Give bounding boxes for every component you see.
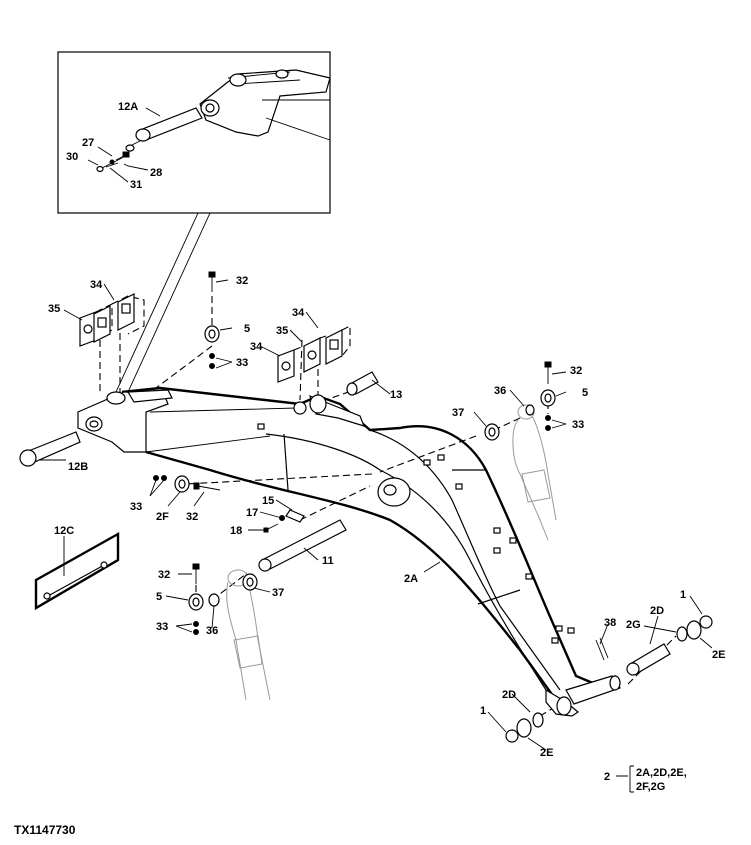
callout-2d-right: 2D	[650, 605, 664, 617]
callout-11: 11	[322, 555, 334, 567]
callout-34-left: 34	[90, 279, 103, 291]
callout-13: 13	[390, 389, 402, 401]
callout-1-right: 1	[680, 589, 686, 601]
callout-35-right: 35	[276, 325, 288, 337]
legend-number: 2	[604, 771, 610, 783]
fastener-stack-top	[204, 271, 220, 369]
callout-28: 28	[150, 167, 162, 179]
legend-line-2: 2F,2G	[636, 781, 665, 793]
callout-37-lower: 37	[272, 587, 284, 599]
callout-31: 31	[130, 179, 142, 191]
callout-36-lower: 36	[206, 625, 218, 637]
callout-5-top: 5	[244, 323, 250, 335]
fastener-stack-lower-left	[188, 563, 258, 635]
shim-group-left	[79, 293, 145, 347]
callout-12c: 12C	[54, 525, 74, 537]
callout-32-lower: 32	[158, 569, 170, 581]
fastener-stack-right	[525, 361, 556, 431]
boom-body	[77, 386, 621, 717]
callout-2f: 2F	[156, 511, 169, 523]
boom-slots	[257, 423, 575, 644]
legend-line-1: 2A,2D,2E,	[636, 767, 687, 779]
inset-frame	[57, 51, 331, 214]
figure-code: TX1147730	[14, 823, 76, 837]
callout-33-right: 33	[572, 419, 584, 431]
callout-37-right: 37	[452, 407, 464, 419]
callout-2g: 2G	[626, 619, 641, 631]
callout-30: 30	[66, 151, 78, 163]
callout-33-mid: 33	[130, 501, 142, 513]
callout-5-lower: 5	[156, 591, 162, 603]
fastener-group-15-17-18	[263, 509, 305, 533]
callout-32-mid: 32	[186, 511, 198, 523]
callout-2e-left: 2E	[540, 747, 553, 759]
callout-12a: 12A	[118, 101, 138, 113]
shim-group-right	[277, 325, 351, 383]
callout-32-top: 32	[236, 275, 248, 287]
detail-inset	[57, 51, 331, 214]
callout-1-left: 1	[480, 705, 486, 717]
callout-12b: 12B	[68, 461, 88, 473]
callout-38: 38	[604, 617, 616, 629]
callout-labels: 12A 27 28 30 31 34 35 32 5 33 34 35 34 1…	[48, 101, 725, 759]
callout-27: 27	[82, 137, 94, 149]
fastener-stack-mid	[153, 475, 221, 493]
callout-17: 17	[246, 507, 258, 519]
assembly-legend: 2 2A,2D,2E, 2F,2G	[604, 765, 687, 793]
callout-2e-right: 2E	[712, 649, 725, 661]
assembly-lines	[99, 296, 677, 717]
callout-2a: 2A	[404, 573, 418, 585]
callout-18: 18	[230, 525, 242, 537]
callout-15: 15	[262, 495, 274, 507]
leader-lines	[40, 279, 713, 751]
callout-33-lower: 33	[156, 621, 168, 633]
inset-boom-foot	[199, 69, 331, 137]
tip-fasteners-right	[676, 615, 713, 642]
inset-connector	[115, 212, 211, 393]
callout-34-right: 34	[292, 307, 305, 319]
callout-35-left: 35	[48, 303, 60, 315]
callout-32-right: 32	[570, 365, 582, 377]
callout-36-right: 36	[494, 385, 506, 397]
callout-2d-left: 2D	[502, 689, 516, 701]
tip-fasteners-left	[505, 712, 544, 743]
shim-plate-12c	[34, 531, 120, 611]
callout-34-lower: 34	[250, 341, 263, 353]
callout-33-top: 33	[236, 357, 248, 369]
callout-5-right: 5	[582, 387, 588, 399]
